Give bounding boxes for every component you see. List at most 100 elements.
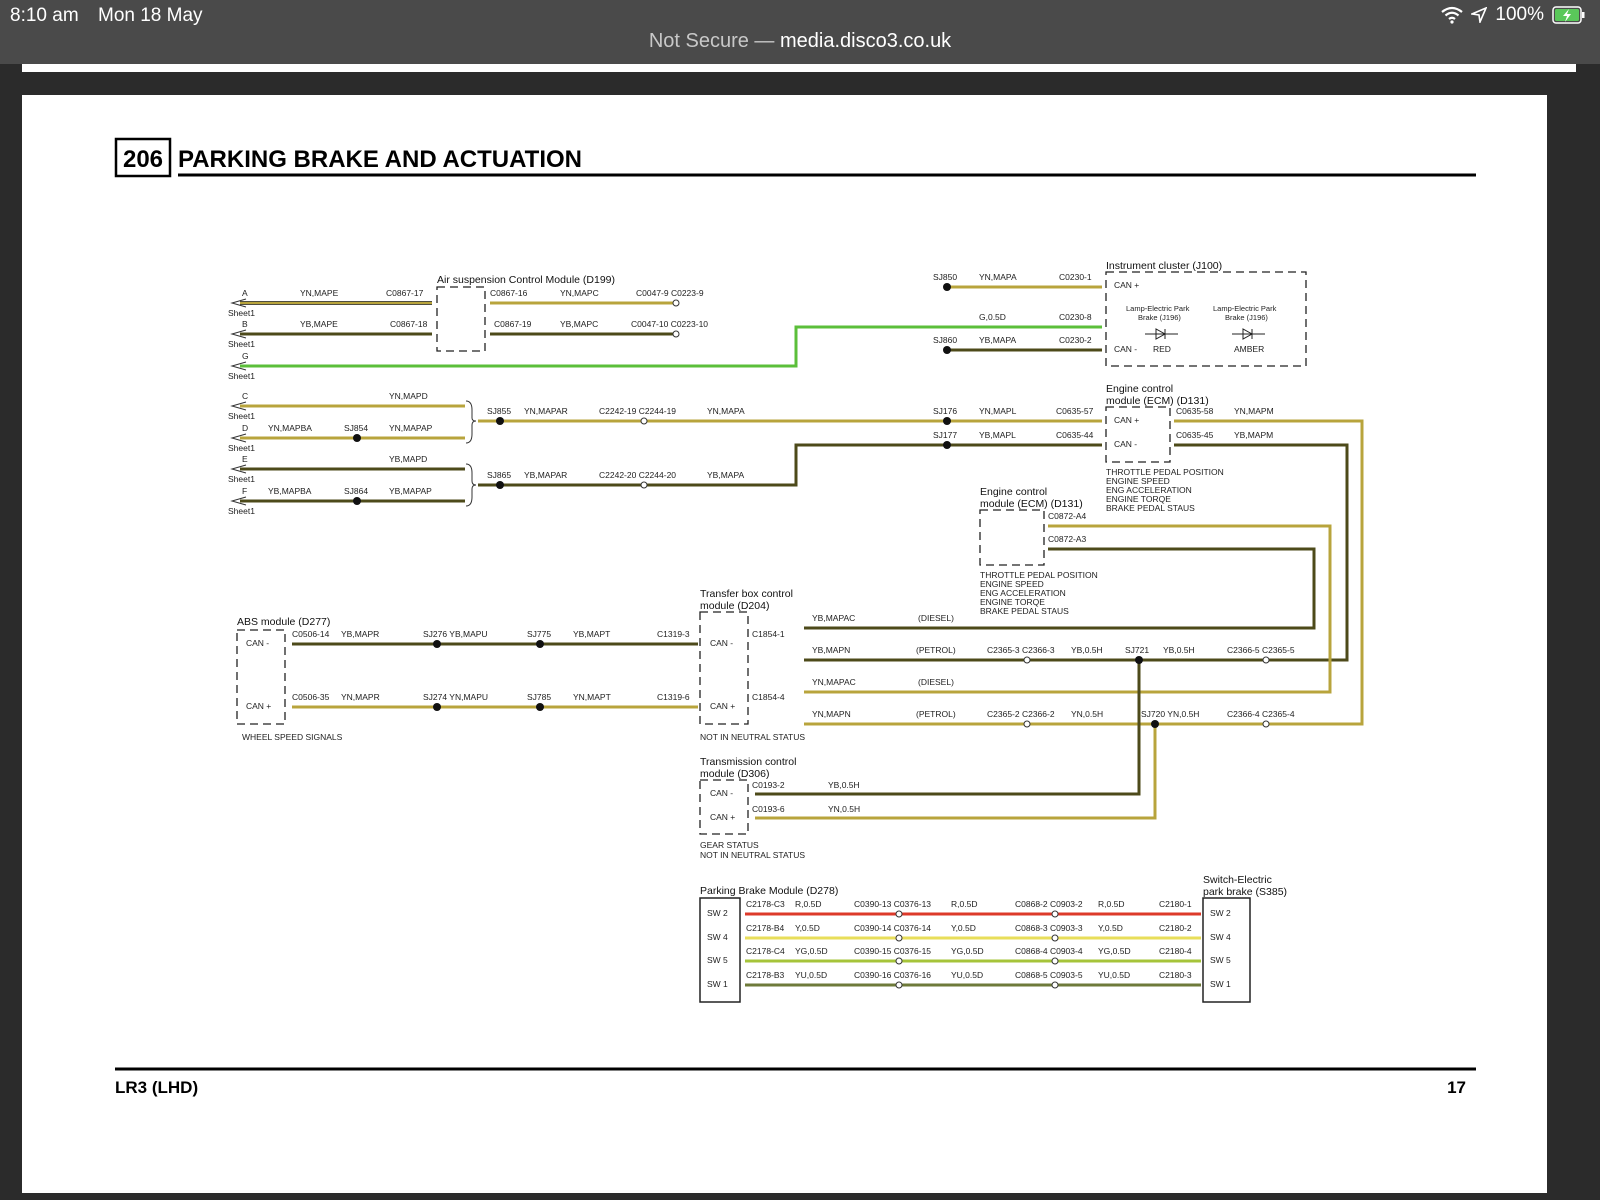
sheet-label-c: Sheet1 bbox=[228, 411, 255, 421]
svg-text:C2178-B4: C2178-B4 bbox=[746, 923, 785, 933]
svg-text:R,0.5D: R,0.5D bbox=[1098, 899, 1124, 909]
wire-g bbox=[240, 325, 1102, 368]
svg-text:SJ720 YN,0.5H: SJ720 YN,0.5H bbox=[1141, 709, 1199, 719]
instrument-cluster-box bbox=[1105, 271, 1307, 367]
wire-mapm1 bbox=[1174, 419, 1364, 726]
wire-sj865 bbox=[478, 443, 1102, 487]
switch-title-1: Switch-Electric bbox=[1203, 874, 1272, 886]
sheet-letter-d: D bbox=[242, 423, 248, 433]
ecm1-title-2: module (ECM) (D131) bbox=[1106, 395, 1209, 407]
svg-text:CAN +: CAN + bbox=[246, 701, 271, 711]
sheet-letter-f: F bbox=[242, 486, 247, 496]
svg-text:GEAR STATUS: GEAR STATUS bbox=[700, 840, 759, 850]
svg-text:SW 4: SW 4 bbox=[1210, 932, 1231, 942]
air-module-title: Air suspension Control Module (D199) bbox=[437, 274, 615, 286]
splice-sj855 bbox=[496, 417, 504, 425]
sheet-label-f: Sheet1 bbox=[228, 506, 255, 516]
svg-text:YG,0.5D: YG,0.5D bbox=[1098, 946, 1131, 956]
svg-text:C0868-3 C0903-3: C0868-3 C0903-3 bbox=[1015, 923, 1083, 933]
status-date: Mon 18 May bbox=[98, 5, 203, 26]
svg-text:SJ274 YN,MAPU: SJ274 YN,MAPU bbox=[423, 692, 488, 702]
svg-text:C2366-4 C2365-4: C2366-4 C2365-4 bbox=[1227, 709, 1295, 719]
connector-points bbox=[640, 299, 1270, 989]
svg-text:C0390-14 C0376-14: C0390-14 C0376-14 bbox=[854, 923, 931, 933]
svg-text:YB,MAPE: YB,MAPE bbox=[300, 319, 338, 329]
sheet-labels: Sheet1 Sheet1 Sheet1 Sheet1 Sheet1 Sheet… bbox=[228, 288, 255, 516]
svg-text:YB,MAPBA: YB,MAPBA bbox=[268, 486, 312, 496]
svg-text:YB,MAPC: YB,MAPC bbox=[560, 319, 598, 329]
splice-points bbox=[353, 283, 1159, 728]
svg-text:YN,MAPT: YN,MAPT bbox=[573, 692, 611, 702]
svg-text:ENGINE SPEED: ENGINE SPEED bbox=[980, 579, 1044, 589]
wire-outlines bbox=[240, 301, 432, 305]
svg-text:SJ854: SJ854 bbox=[344, 423, 368, 433]
svg-text:C0047-9 C0223-9: C0047-9 C0223-9 bbox=[636, 288, 704, 298]
svg-text:CAN -: CAN - bbox=[710, 638, 733, 648]
svg-text:C0867-17: C0867-17 bbox=[386, 288, 424, 298]
svg-text:YB,MAPL: YB,MAPL bbox=[979, 430, 1016, 440]
svg-text:SJ855: SJ855 bbox=[487, 406, 511, 416]
svg-text:YB,MAPAC: YB,MAPAC bbox=[812, 613, 855, 623]
solid-boxes bbox=[699, 897, 1251, 1003]
wires bbox=[240, 285, 1364, 987]
transmission-module-box bbox=[699, 779, 749, 835]
svg-text:Y,0.5D: Y,0.5D bbox=[951, 923, 976, 933]
document-page[interactable]: 206 PARKING BRAKE AND ACTUATION bbox=[22, 95, 1547, 1193]
svg-text:C0635-45: C0635-45 bbox=[1176, 430, 1214, 440]
svg-text:C0230-8: C0230-8 bbox=[1059, 312, 1092, 322]
sheet-label-a: Sheet1 bbox=[228, 308, 255, 318]
svg-text:RED: RED bbox=[1153, 344, 1171, 354]
svg-text:YN,MAPM: YN,MAPM bbox=[1234, 406, 1274, 416]
svg-text:AMBER: AMBER bbox=[1234, 344, 1264, 354]
sheet-letter-b: B bbox=[242, 319, 248, 329]
svg-text:C1854-4: C1854-4 bbox=[752, 692, 785, 702]
svg-text:CAN +: CAN + bbox=[710, 812, 735, 822]
address-bar[interactable]: Not Secure — media.disco3.co.uk bbox=[0, 30, 1600, 53]
wiring-diagram: 206 PARKING BRAKE AND ACTUATION bbox=[114, 137, 1476, 1097]
svg-text:SJ785: SJ785 bbox=[527, 692, 551, 702]
sheet-label-g: Sheet1 bbox=[228, 371, 255, 381]
svg-text:YB,MAPM: YB,MAPM bbox=[1234, 430, 1273, 440]
transmission-title-2: module (D306) bbox=[700, 768, 769, 780]
sheet-label-e: Sheet1 bbox=[228, 474, 255, 484]
svg-text:YN,MAPA: YN,MAPA bbox=[979, 272, 1017, 282]
wifi-icon bbox=[1441, 6, 1464, 24]
svg-text:SW 4: SW 4 bbox=[707, 932, 728, 942]
lamp-symbols bbox=[1145, 328, 1265, 340]
svg-text:YN,MAPA: YN,MAPA bbox=[707, 406, 745, 416]
svg-text:C2366-5 C2365-5: C2366-5 C2365-5 bbox=[1227, 645, 1295, 655]
svg-text:YB,0.5H: YB,0.5H bbox=[828, 780, 860, 790]
wire-mapm2 bbox=[1174, 443, 1349, 662]
svg-text:CAN -: CAN - bbox=[710, 788, 733, 798]
svg-text:CAN +: CAN + bbox=[710, 701, 735, 711]
splice-sj720 bbox=[1151, 720, 1159, 728]
svg-text:C0872-A4: C0872-A4 bbox=[1048, 511, 1087, 521]
svg-text:YN,MAPAR: YN,MAPAR bbox=[524, 406, 568, 416]
wire-tcm-1 bbox=[755, 660, 1141, 796]
svg-text:CAN -: CAN - bbox=[1114, 439, 1137, 449]
sheet-letter-c: C bbox=[242, 391, 248, 401]
ecm1-title-1: Engine control bbox=[1106, 383, 1173, 395]
svg-text:C0506-14: C0506-14 bbox=[292, 629, 330, 639]
svg-text:C2180-4: C2180-4 bbox=[1159, 946, 1192, 956]
svg-text:ENGINE SPEED: ENGINE SPEED bbox=[1106, 476, 1170, 486]
svg-text:SJ176: SJ176 bbox=[933, 406, 957, 416]
svg-text:C0867-16: C0867-16 bbox=[490, 288, 528, 298]
svg-text:R,0.5D: R,0.5D bbox=[795, 899, 821, 909]
abs-module-box bbox=[236, 629, 286, 725]
svg-text:YU,0.5D: YU,0.5D bbox=[1098, 970, 1130, 980]
svg-text:Y,0.5D: Y,0.5D bbox=[795, 923, 820, 933]
svg-text:SJ276 YB,MAPU: SJ276 YB,MAPU bbox=[423, 629, 488, 639]
svg-text:C2242-19 C2244-19: C2242-19 C2244-19 bbox=[599, 406, 676, 416]
svg-text:C0193-2: C0193-2 bbox=[752, 780, 785, 790]
svg-text:Brake (J196): Brake (J196) bbox=[1138, 313, 1181, 322]
svg-text:YB,MAPAP: YB,MAPAP bbox=[389, 486, 432, 496]
svg-text:C0868-4 C0903-4: C0868-4 C0903-4 bbox=[1015, 946, 1083, 956]
page-number: 17 bbox=[1447, 1078, 1466, 1097]
svg-text:C0868-2 C0903-2: C0868-2 C0903-2 bbox=[1015, 899, 1083, 909]
transmission-title-1: Transmission control bbox=[700, 756, 796, 768]
svg-text:YB,0.5H: YB,0.5H bbox=[1163, 645, 1195, 655]
svg-text:C2180-3: C2180-3 bbox=[1159, 970, 1192, 980]
svg-text:(DIESEL): (DIESEL) bbox=[918, 677, 954, 687]
svg-text:SW 5: SW 5 bbox=[1210, 955, 1231, 965]
